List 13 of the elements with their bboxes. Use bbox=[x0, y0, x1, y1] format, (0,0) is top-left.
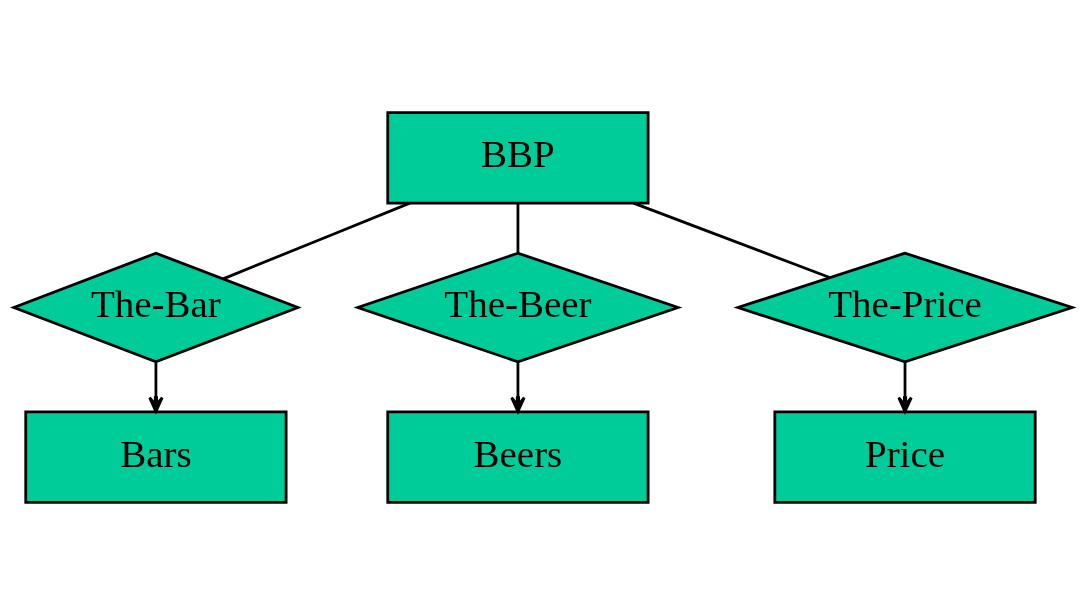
node-box: Beers bbox=[386, 410, 650, 504]
arrow bbox=[510, 361, 526, 413]
connector bbox=[633, 201, 831, 279]
connector bbox=[516, 203, 520, 253]
node-box: Bars bbox=[24, 410, 288, 504]
arrow bbox=[148, 361, 164, 413]
node-diamond: The-Price bbox=[733, 251, 1077, 364]
arrow bbox=[897, 361, 913, 413]
node-box: Price bbox=[773, 410, 1037, 504]
node-box: BBP bbox=[386, 111, 650, 205]
node-diamond: The-Beer bbox=[353, 251, 683, 364]
connector bbox=[222, 201, 411, 281]
node-diamond: The-Bar bbox=[10, 251, 302, 364]
